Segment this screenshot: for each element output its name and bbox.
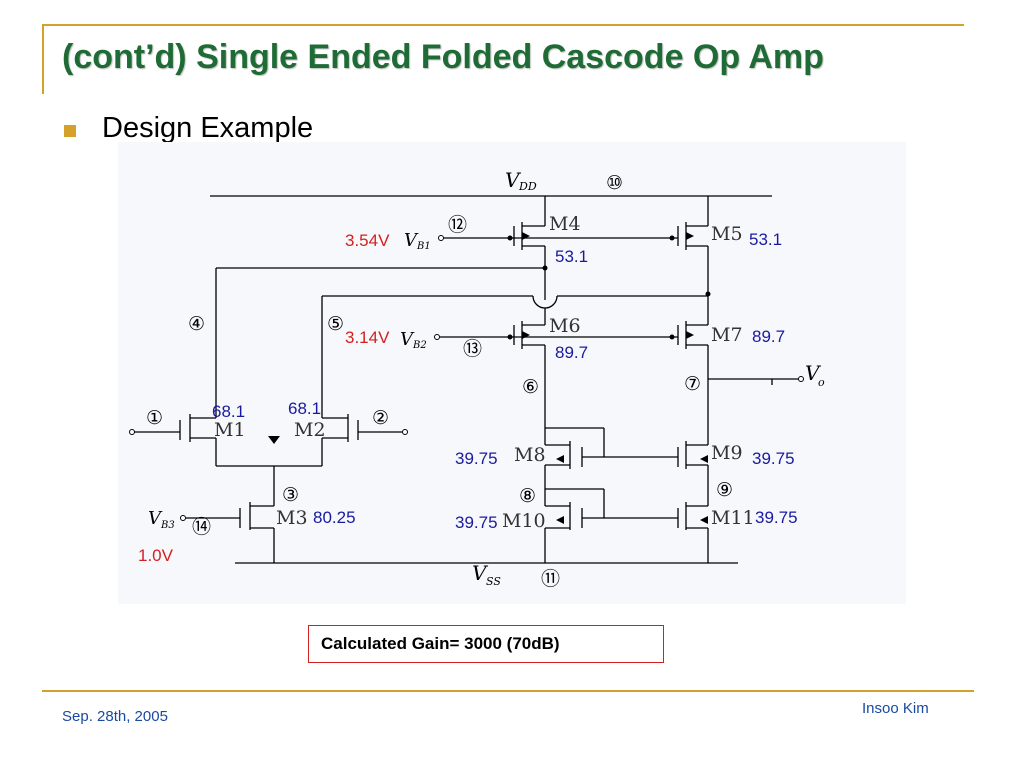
vo-label: V	[805, 361, 822, 385]
m9-value: 39.75	[752, 449, 795, 468]
m6-value: 89.7	[555, 343, 588, 362]
footer-author: Insoo Kim	[862, 700, 929, 717]
m8-value: 39.75	[455, 449, 498, 468]
m3-label: M3	[276, 507, 308, 529]
m9-label: M9	[711, 442, 743, 464]
m8-label: M8	[514, 444, 546, 466]
vb3-label-sub: B3	[160, 520, 175, 531]
node-5: ⑤	[327, 313, 344, 335]
bottom-rule	[42, 690, 974, 692]
m4-label: M4	[549, 213, 581, 235]
node-3: ③	[282, 484, 299, 506]
node-11: ⑪	[541, 568, 560, 590]
m6-label: M6	[549, 315, 581, 337]
m10-label: M10	[502, 510, 546, 532]
bullet-design-example: Design Example	[102, 112, 314, 144]
node-8: ⑧	[519, 485, 536, 507]
m5-value: 53.1	[749, 230, 782, 249]
m5-label: M5	[711, 223, 743, 245]
m11-label: M11	[711, 507, 755, 529]
node-1: ①	[146, 407, 163, 429]
node-7: ⑦	[684, 373, 701, 395]
node-14: ⑭	[192, 516, 211, 538]
node-13: ⑬	[463, 338, 482, 360]
node-12: ⑫	[448, 214, 467, 236]
vb3-label: V	[148, 508, 163, 529]
footer-date: Sep. 28th, 2005	[62, 708, 168, 725]
vss-label-sub: SS	[486, 575, 501, 588]
m7-label: M7	[711, 324, 743, 346]
m7-value: 89.7	[752, 327, 785, 346]
node-10: ⑩	[606, 172, 623, 194]
vb2-value: 3.14V	[345, 328, 390, 347]
vb1-label: V	[404, 230, 419, 251]
vb3-value: 1.0V	[138, 546, 174, 565]
vdd-label-sub: DD	[518, 180, 537, 193]
node-4: ④	[188, 313, 205, 335]
vo-label-sub: o	[818, 376, 825, 389]
vss-label: V	[472, 561, 489, 585]
vb2-label: V	[400, 329, 415, 350]
m2-value: 68.1	[288, 399, 321, 418]
node-6: ⑥	[522, 376, 539, 398]
vb2-label-sub: B2	[412, 340, 427, 351]
bullet-square-icon	[64, 125, 76, 137]
m2-label: M2	[294, 419, 326, 441]
left-rule	[42, 24, 44, 94]
slide-title: (cont’d) Single Ended Folded Cascode Op …	[62, 38, 824, 76]
m3-value: 80.25	[313, 508, 356, 527]
node-9: ⑨	[716, 479, 733, 501]
vb1-value: 3.54V	[345, 231, 390, 250]
vdd-label: V	[505, 168, 522, 192]
m10-value: 39.75	[455, 513, 498, 532]
m11-value: 39.75	[755, 508, 798, 527]
m1-value: 68.1	[212, 402, 245, 421]
vb1-label-sub: B1	[416, 241, 431, 252]
diagram-background	[118, 142, 906, 604]
node-2: ②	[372, 407, 389, 429]
gain-callout: Calculated Gain= 3000 (70dB)	[308, 625, 664, 663]
m4-value: 53.1	[555, 247, 588, 266]
top-rule	[42, 24, 964, 26]
m1-label: M1	[214, 419, 246, 441]
